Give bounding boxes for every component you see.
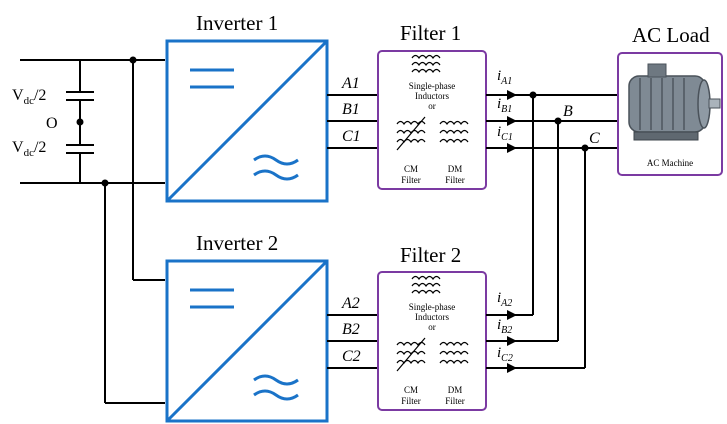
midpoint-node [76, 118, 84, 126]
phase-c1-label: C1 [342, 128, 361, 145]
current-arrow-b1 [507, 116, 517, 126]
current-label-c2: iC2 [497, 345, 513, 364]
filter-2-dm-inductor-icon-2 [439, 350, 469, 356]
filter-2-dm-label: DM [448, 385, 463, 395]
filter-1-inductor-icon-3 [411, 68, 441, 74]
ac-machine-label: AC Machine [647, 158, 693, 168]
filter-2-dm-filter-label: Filter [445, 396, 465, 406]
filter-1-title: Filter 1 [400, 21, 461, 45]
filter-1-dm-label: DM [448, 164, 463, 174]
filter-1-inductor-label-2: Inductors [415, 91, 449, 101]
filter-1: Filter 1 Single-phase Inductors or CM DM… [377, 21, 487, 190]
filter-2-dm-inductor-icon-3 [439, 359, 469, 365]
inverter-1-ac-wave-top [253, 154, 299, 166]
filter-2-inductor-label-1: Single-phase [409, 302, 456, 312]
filter-1-dm-filter-label: Filter [445, 175, 465, 185]
filter-1-dm-inductor-icon-3 [439, 138, 469, 144]
filter-2-inductor-icon-2 [411, 282, 441, 288]
inverter-1-ac-wave-bottom [253, 169, 299, 181]
inverter-2: Inverter 2 [165, 231, 329, 423]
current-arrow-c2 [507, 363, 517, 373]
current-arrow-a1 [507, 90, 517, 100]
node-c-label: C [589, 130, 600, 147]
current-arrow-b2 [507, 336, 517, 346]
phase-c2-label: C2 [342, 348, 361, 365]
filter-2-box [377, 271, 487, 411]
filter-2-outputs: iA2 iB2 iC2 B C [486, 91, 600, 373]
filter-2-cm-label: CM [404, 385, 418, 395]
filter-1-dm-inductor-icon-1 [439, 120, 469, 126]
vdc-bottom-label: Vdc/2 [12, 139, 46, 159]
inverter-2-outputs: A2 B2 C2 [327, 295, 378, 369]
inverter-2-ac-wave-top [253, 374, 299, 386]
ac-load-title: AC Load [632, 23, 710, 47]
inverter-1-diagonal [165, 39, 329, 203]
filter-2-inductor-icon-1 [411, 275, 441, 281]
vdc-top-label: Vdc/2 [12, 87, 46, 107]
phase-b2-label: B2 [342, 321, 360, 338]
filter-2-dm-inductor-icon-1 [439, 341, 469, 347]
ac-load: AC Load AC Machine [617, 23, 723, 176]
current-arrow-a2 [507, 310, 517, 320]
filter-1-cm-label: CM [404, 164, 418, 174]
inverter-2-title: Inverter 2 [196, 231, 278, 255]
inverter-1: Inverter 1 [165, 11, 329, 203]
node-b-label: B [563, 103, 573, 120]
filter-1-cm-core-line [396, 116, 426, 151]
filter-1-dm-inductor-icon-2 [439, 129, 469, 135]
phase-a2-label: A2 [341, 295, 360, 312]
midpoint-label: O [46, 115, 58, 132]
filter-1-box [377, 50, 487, 190]
filter-2-cm-filter-label: Filter [401, 396, 421, 406]
current-label-a1: iA1 [497, 68, 512, 87]
filter-2-or-label: or [428, 322, 436, 332]
filter-1-inductor-label-1: Single-phase [409, 81, 456, 91]
filter-1-inductor-icon-2 [411, 61, 441, 67]
inverter-2-ac-wave-bottom [253, 389, 299, 401]
current-label-a2: iA2 [497, 290, 512, 309]
current-label-b1: iB1 [497, 96, 512, 115]
junction-c [581, 144, 589, 152]
filter-2: Filter 2 Single-phase Inductors or CM DM… [377, 243, 487, 411]
inverter-1-outputs: A1 B1 C1 [327, 75, 378, 149]
dc-source: Vdc/2 O Vdc/2 [12, 56, 165, 404]
filter-1-inductor-icon-1 [411, 54, 441, 60]
inverter-2-diagonal [165, 259, 329, 423]
filter-1-outputs: iA1 iB1 iC1 [486, 68, 618, 153]
filter-2-inductor-icon-3 [411, 289, 441, 295]
phase-a1-label: A1 [341, 75, 360, 92]
junction-a [529, 91, 537, 99]
filter-2-title: Filter 2 [400, 243, 461, 267]
filter-2-cm-choke-icon-3 [396, 359, 426, 365]
current-label-b2: iB2 [497, 317, 512, 336]
current-label-c1: iC1 [497, 124, 513, 143]
junction-b [554, 117, 562, 125]
current-arrow-c1 [507, 143, 517, 153]
filter-1-cm-filter-label: Filter [401, 175, 421, 185]
filter-1-cm-choke-icon-3 [396, 138, 426, 144]
ac-machine-icon [628, 63, 721, 141]
phase-b1-label: B1 [342, 101, 360, 118]
filter-2-inductor-label-2: Inductors [415, 312, 449, 322]
filter-2-cm-core-line [396, 337, 426, 372]
filter-1-or-label: or [428, 101, 436, 111]
inverter-1-title: Inverter 1 [196, 11, 278, 35]
